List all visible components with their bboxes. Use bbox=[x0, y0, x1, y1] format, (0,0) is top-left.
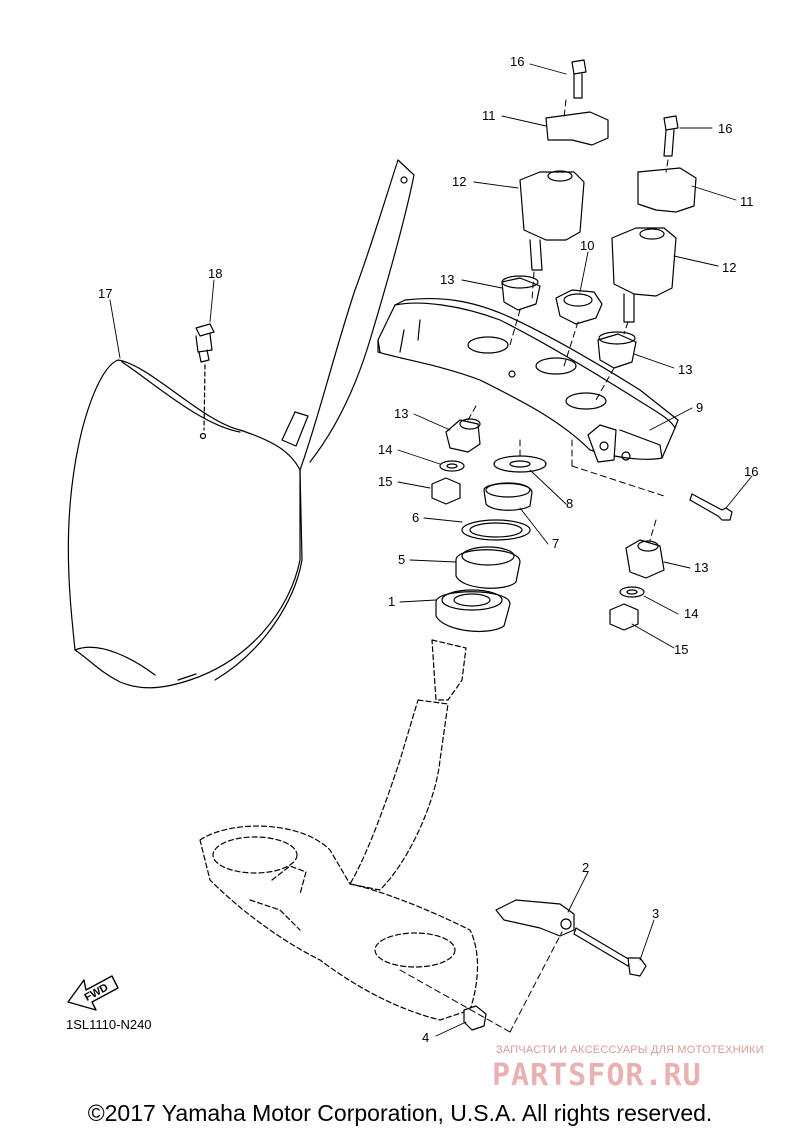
handlebar-clamp-right-part bbox=[611, 115, 697, 323]
label-15-left: 15 bbox=[378, 474, 392, 489]
fwd-arrow-icon bbox=[67, 975, 119, 1011]
washer-14-left-part bbox=[439, 460, 465, 472]
nut-10-part bbox=[555, 289, 603, 325]
bolt-3-part bbox=[573, 927, 647, 977]
label-14-left: 14 bbox=[378, 442, 392, 457]
label-16-side: 16 bbox=[744, 464, 758, 479]
label-5: 5 bbox=[398, 552, 405, 567]
watermark-caption: ЗАПЧАСТИ И АКСЕССУАРЫ ДЛЯ МОТОТЕХНИКИ bbox=[496, 1044, 764, 1056]
label-16-right: 16 bbox=[718, 121, 732, 136]
fwd-arrow-label: FWD bbox=[83, 982, 111, 1004]
bearing-1-part bbox=[435, 589, 511, 633]
drawing-code: 1SL1110-N240 bbox=[66, 1017, 152, 1032]
label-12-right: 12 bbox=[722, 260, 736, 275]
washer-14-right-part bbox=[619, 586, 645, 598]
handlebar-clamp-left-part bbox=[519, 59, 609, 271]
label-12-left: 12 bbox=[452, 174, 466, 189]
label-18: 18 bbox=[208, 266, 222, 281]
seal-6-part bbox=[461, 519, 531, 541]
label-11-right: 11 bbox=[740, 194, 754, 209]
bolt-16-side-part bbox=[689, 493, 733, 521]
damper-13-lower-right-part bbox=[625, 539, 665, 579]
label-11-left: 11 bbox=[482, 108, 496, 123]
label-13-upper-right: 13 bbox=[678, 362, 692, 377]
label-17: 17 bbox=[98, 286, 112, 301]
label-2: 2 bbox=[582, 860, 589, 875]
assembly-lines bbox=[399, 99, 669, 1033]
label-8: 8 bbox=[566, 496, 573, 511]
copyright-notice: ©2017 Yamaha Motor Corporation, U.S.A. A… bbox=[87, 1100, 713, 1126]
upper-triple-clamp-part bbox=[377, 297, 679, 463]
watermark-brand-logo: PARTSFOR.RU bbox=[492, 1058, 702, 1093]
label-14-right: 14 bbox=[684, 606, 698, 621]
bracket-2-part bbox=[495, 899, 575, 937]
label-10: 10 bbox=[580, 238, 594, 253]
nut-15-left-part bbox=[431, 477, 461, 505]
steering-stem-part bbox=[199, 639, 479, 1021]
label-13-lower-right: 13 bbox=[694, 560, 708, 575]
bearing-5-part bbox=[455, 546, 521, 589]
damper-13-upper-left-part bbox=[501, 275, 541, 311]
bolt-18-part bbox=[195, 323, 215, 440]
label-7: 7 bbox=[552, 536, 559, 551]
collar-4-part bbox=[463, 1005, 487, 1031]
number-plate-part bbox=[67, 159, 415, 689]
nut-15-right-part bbox=[609, 603, 639, 631]
washer-8-part bbox=[493, 455, 547, 473]
label-9: 9 bbox=[696, 400, 703, 415]
ring-nut-7-part bbox=[483, 482, 533, 511]
leader-lines bbox=[109, 63, 753, 1037]
label-4: 4 bbox=[422, 1030, 429, 1045]
damper-13-lower-left-part bbox=[445, 418, 481, 453]
label-1: 1 bbox=[388, 594, 395, 609]
label-15-right: 15 bbox=[674, 642, 688, 657]
label-13-lower-left: 13 bbox=[394, 406, 408, 421]
label-13-upper-left: 13 bbox=[440, 272, 454, 287]
label-16-top: 16 bbox=[510, 54, 524, 69]
label-3: 3 bbox=[652, 906, 659, 921]
label-6: 6 bbox=[412, 510, 419, 525]
damper-13-upper-right-part bbox=[597, 331, 637, 369]
